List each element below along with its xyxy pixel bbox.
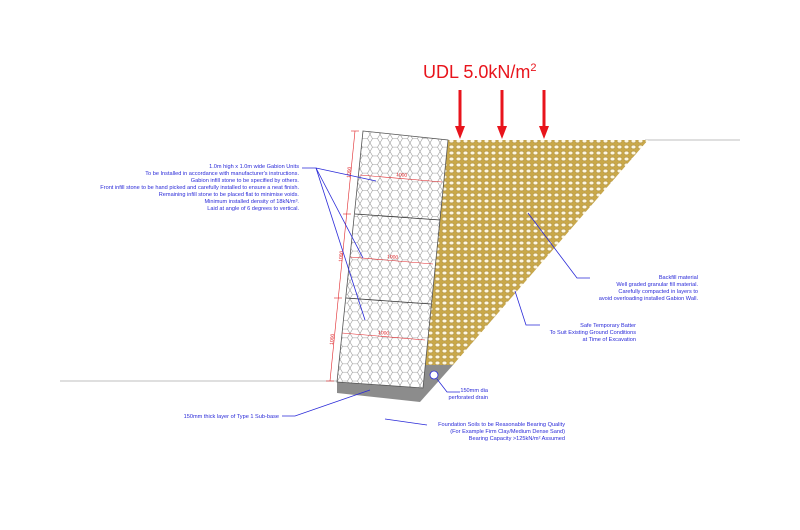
svg-text:To Suit Existing Ground Condit: To Suit Existing Ground Conditions <box>550 330 637 336</box>
svg-text:Laid at angle of 6 degrees to: Laid at angle of 6 degrees to vertical. <box>207 206 299 212</box>
gabion-note: 1.0m high x 1.0m wide Gabion Units To be… <box>100 164 299 212</box>
svg-text:perforated drain: perforated drain <box>449 395 489 401</box>
gabion-course-divider <box>345 297 432 305</box>
height-dim-1: 1000 <box>346 166 353 178</box>
backfill-area <box>425 140 648 365</box>
svg-text:Foundation Soils to be Reasona: Foundation Soils to be Reasonable Bearin… <box>438 422 565 428</box>
svg-text:Minimum installed density of 1: Minimum installed density of 18kN/m³. <box>204 199 299 205</box>
svg-text:Gabion infill stone to be spec: Gabion infill stone to be specified by o… <box>191 178 300 184</box>
width-dimensions <box>341 174 443 341</box>
perforated-drain <box>429 370 439 380</box>
svg-text:Remaining infill stone to be p: Remaining infill stone to be placed flat… <box>159 192 300 198</box>
drain-note: 150mm dia perforated drain <box>449 388 489 401</box>
backfill-note: Backfill material Well graded granular f… <box>599 275 699 302</box>
svg-text:at Time of Excavation: at Time of Excavation <box>583 337 636 343</box>
width-dim-3: 1000 <box>378 330 390 337</box>
batter-note: Safe Temporary Batter To Suit Existing G… <box>550 323 637 343</box>
svg-text:Carefully compacted in layers: Carefully compacted in layers to <box>618 289 698 295</box>
svg-text:150mm dia: 150mm dia <box>460 388 489 394</box>
width-dim-1: 1000 <box>396 172 408 179</box>
svg-text:To be Installed in accordance: To be Installed in accordance with manuf… <box>145 171 299 177</box>
height-dim-3: 1000 <box>329 333 336 345</box>
udl-load-label: UDL 5.0kN/m2 <box>423 62 536 82</box>
leader-lines <box>282 167 590 426</box>
height-dimensions <box>326 130 359 382</box>
height-dim-2: 1000 <box>338 250 345 262</box>
gabion-wall <box>336 130 449 389</box>
svg-text:(For Example Firm Clay/Medium: (For Example Firm Clay/Medium Dense Sand… <box>450 429 565 435</box>
svg-text:Bearing Capacity >125kN/m² Ass: Bearing Capacity >125kN/m² Assumed <box>469 436 565 442</box>
svg-text:1.0m high x 1.0m wide Gabion U: 1.0m high x 1.0m wide Gabion Units <box>209 164 299 170</box>
width-dim-2: 1000 <box>387 254 399 261</box>
svg-text:Front infill stone to be hand: Front infill stone to be hand picked and… <box>100 185 299 191</box>
svg-text:Backfill material: Backfill material <box>659 275 698 281</box>
svg-text:Well graded granular fill mate: Well graded granular fill material. <box>616 282 698 288</box>
foundation-note: Foundation Soils to be Reasonable Bearin… <box>438 422 565 442</box>
subbase-note: 150mm thick layer of Type 1 Sub-base <box>184 414 279 420</box>
load-arrows <box>455 90 549 139</box>
subbase-layer <box>337 365 453 402</box>
svg-text:avoid overloading installed Ga: avoid overloading installed Gabion Wall. <box>599 296 699 302</box>
gabion-course-divider <box>354 213 441 221</box>
svg-text:Safe Temporary Batter: Safe Temporary Batter <box>580 323 636 329</box>
